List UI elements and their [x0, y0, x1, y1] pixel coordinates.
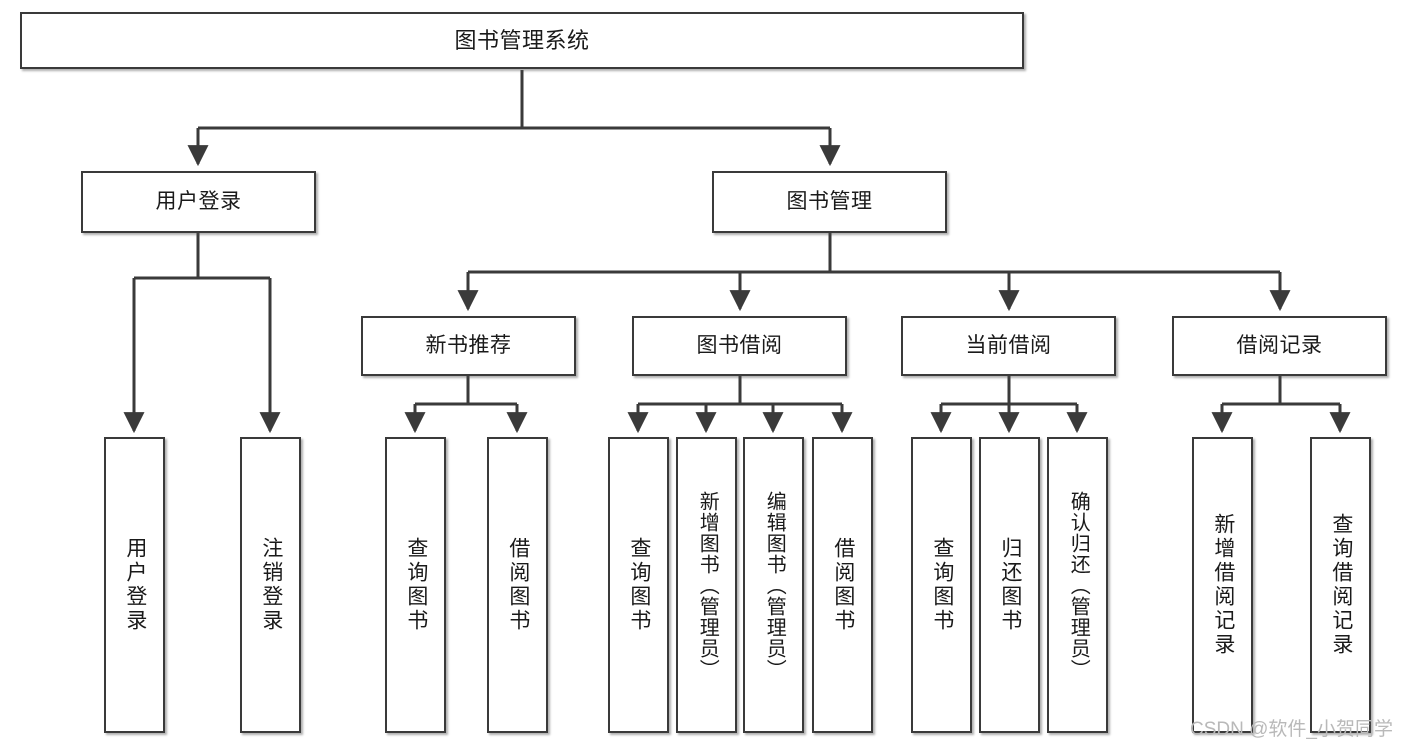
node-label: 注销登录: [259, 537, 283, 633]
leaf-current-borrow-query-books[interactable]: 查询图书: [911, 437, 972, 733]
leaf-book-borrow-borrow-books[interactable]: 借阅图书: [812, 437, 873, 733]
node-root-book-management-system[interactable]: 图书管理系统: [20, 12, 1024, 69]
leaf-user-login-logout[interactable]: 注销登录: [240, 437, 301, 733]
node-label: 查询图书: [930, 537, 954, 633]
node-book-borrow[interactable]: 图书借阅: [632, 316, 847, 376]
node-user-login[interactable]: 用户登录: [81, 171, 316, 233]
leaf-current-borrow-return-books[interactable]: 归还图书: [979, 437, 1040, 733]
watermark: CSDN @软件_小贺同学: [1190, 719, 1393, 740]
node-new-book-recommend[interactable]: 新书推荐: [361, 316, 576, 376]
node-label: 借阅记录: [1236, 333, 1323, 357]
node-label: 当前借阅: [965, 333, 1052, 357]
node-label: 查询借阅记录: [1329, 513, 1353, 657]
node-label: 用户登录: [155, 189, 242, 213]
node-borrow-record[interactable]: 借阅记录: [1172, 316, 1387, 376]
leaf-current-borrow-confirm-return-admin[interactable]: 确认归还（管理员）: [1047, 437, 1108, 733]
node-label: 借阅图书: [831, 537, 855, 633]
leaf-book-borrow-edit-book-admin[interactable]: 编辑图书（管理员）: [743, 437, 804, 733]
leaf-new-book-query-books[interactable]: 查询图书: [385, 437, 446, 733]
node-label: 借阅图书: [506, 537, 530, 633]
leaf-book-borrow-query-books[interactable]: 查询图书: [608, 437, 669, 733]
leaf-borrow-record-query-record[interactable]: 查询借阅记录: [1310, 437, 1371, 733]
node-label: 图书管理: [786, 189, 873, 213]
leaf-book-borrow-add-book-admin[interactable]: 新增图书（管理员）: [676, 437, 737, 733]
node-label: 编辑图书（管理员）: [763, 490, 786, 680]
node-label: 图书管理系统: [454, 27, 590, 53]
node-label: 新增借阅记录: [1211, 513, 1235, 657]
node-label: 新书推荐: [425, 333, 512, 357]
leaf-new-book-borrow-books[interactable]: 借阅图书: [487, 437, 548, 733]
leaf-borrow-record-add-record[interactable]: 新增借阅记录: [1192, 437, 1253, 733]
node-label: 归还图书: [998, 537, 1022, 633]
node-current-borrow[interactable]: 当前借阅: [901, 316, 1116, 376]
node-label: 新增图书（管理员）: [696, 490, 719, 680]
leaf-user-login-login[interactable]: 用户登录: [104, 437, 165, 733]
node-book-management[interactable]: 图书管理: [712, 171, 947, 233]
node-label: 图书借阅: [696, 333, 783, 357]
node-label: 确认归还（管理员）: [1067, 490, 1090, 680]
node-label: 查询图书: [404, 537, 428, 633]
node-label: 查询图书: [627, 537, 651, 633]
node-label: 用户登录: [123, 537, 147, 633]
